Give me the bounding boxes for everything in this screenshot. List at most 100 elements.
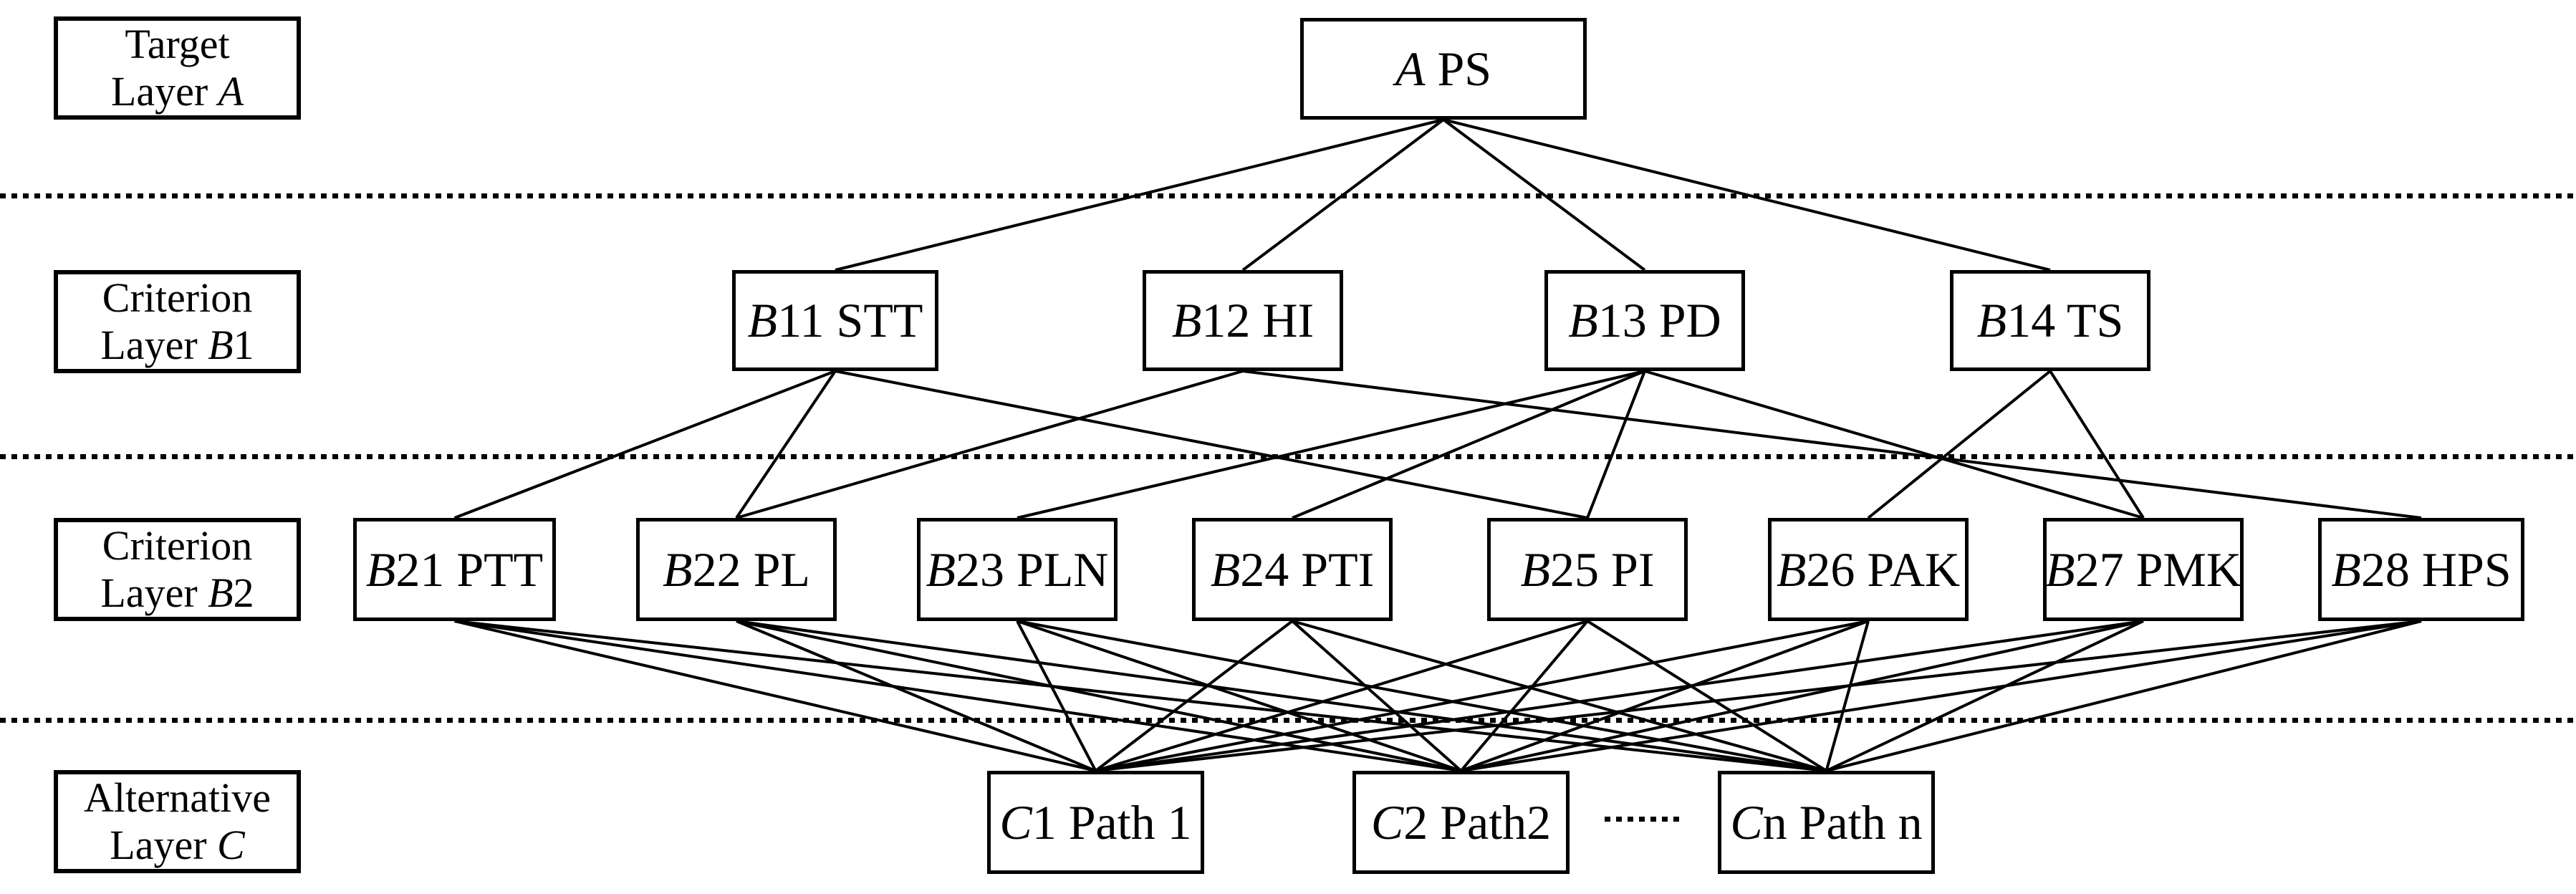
- edge-b13-b25: [1586, 370, 1646, 519]
- edge-b24-c2: [1291, 620, 1462, 772]
- layer-label-b1-line2-pre: Layer: [100, 322, 208, 368]
- node-b13-text: 13 PD: [1597, 293, 1721, 347]
- node-b27-pmk: B27 PMK: [2043, 518, 2244, 621]
- edge-b26-c1: [1095, 620, 1869, 772]
- edge-b22-c1: [736, 620, 1097, 772]
- node-b24-text: 24 PTI: [1240, 542, 1375, 597]
- edge-b23-c2: [1017, 620, 1462, 772]
- node-b11-label: B11 STT: [748, 292, 923, 349]
- edge-b22-c2: [736, 620, 1461, 772]
- node-b25-pi: B25 PI: [1487, 518, 1688, 621]
- node-b28-text: 28 HPS: [2360, 542, 2512, 597]
- node-b26-label: B26 PAK: [1777, 542, 1960, 598]
- node-a-ps-text: PS: [1425, 41, 1492, 96]
- node-b28-letter: B: [2331, 542, 2361, 597]
- node-b23-text: 23 PLN: [956, 542, 1109, 597]
- edge-b25-c2: [1459, 620, 1589, 772]
- node-b25-text: 25 PI: [1550, 542, 1655, 597]
- node-b11-stt: B11 STT: [732, 270, 938, 371]
- layer-label-c-line2-italic: C: [217, 822, 245, 868]
- edge-b21-c2: [454, 620, 1461, 772]
- node-c1-text: 1 Path 1: [1032, 794, 1192, 850]
- node-cn-pathn: Cn Path n: [1718, 771, 1935, 874]
- node-b26-pak: B26 PAK: [1768, 518, 1969, 621]
- node-cn-label: Cn Path n: [1730, 794, 1922, 851]
- node-b24-label: B24 PTI: [1211, 542, 1375, 598]
- node-c2-label: C2 Path2: [1371, 794, 1551, 851]
- node-b13-letter: B: [1568, 293, 1598, 347]
- layer-label-criterion-b1: Criterion Layer B1: [54, 270, 301, 373]
- edge-b27-c2: [1461, 620, 2144, 772]
- node-b25-label: B25 PI: [1520, 542, 1654, 598]
- layer-separator-b2-c: [0, 718, 2576, 723]
- node-b12-text: 12 HI: [1201, 293, 1315, 347]
- layer-label-b1-line1: Criterion: [102, 274, 253, 321]
- node-b22-pl: B22 PL: [636, 518, 837, 621]
- node-b28-hps: B28 HPS: [2318, 518, 2524, 621]
- node-b25-letter: B: [1520, 542, 1551, 597]
- node-c1-letter: C: [999, 794, 1032, 850]
- edge-b12-b22: [736, 370, 1244, 519]
- edge-b14-b26: [1867, 370, 2052, 519]
- node-b26-text: 26 PAK: [1806, 542, 1961, 597]
- layer-label-b2-line2: Layer B2: [100, 569, 254, 617]
- node-cn-letter: C: [1730, 794, 1763, 850]
- node-b11-letter: B: [747, 293, 778, 347]
- layer-label-target-line2: Layer A: [111, 68, 244, 115]
- layer-label-criterion-b2: Criterion Layer B2: [54, 518, 301, 621]
- node-a-ps-letter: A: [1395, 41, 1426, 96]
- node-b26-letter: B: [1776, 542, 1807, 597]
- node-b27-letter: B: [2045, 542, 2075, 597]
- layer-label-b2-line2-italic: B: [208, 569, 234, 616]
- edge-a_ps-b12: [1241, 118, 1445, 271]
- node-b12-label: B12 HI: [1172, 292, 1314, 349]
- edge-b13-b24: [1292, 370, 1645, 519]
- edge-b23-c1: [1016, 620, 1097, 772]
- edge-b25-c1: [1095, 620, 1588, 772]
- node-b23-letter: B: [926, 542, 956, 597]
- node-b22-letter: B: [663, 542, 693, 597]
- edge-b25-cn: [1586, 620, 1827, 772]
- edge-b11-b22: [735, 370, 837, 519]
- edge-b21-c1: [454, 620, 1096, 772]
- layer-label-alternative-c: Alternative Layer C: [54, 770, 301, 873]
- layer-label-c-line2-pre: Layer: [110, 822, 218, 868]
- node-b11-text: 11 STT: [777, 293, 923, 347]
- node-b12-hi: B12 HI: [1143, 270, 1343, 371]
- layer-label-c-line1: Alternative: [84, 774, 271, 821]
- node-b14-label: B14 TS: [1977, 292, 2124, 349]
- edge-b27-c1: [1095, 620, 2144, 772]
- node-b13-pd: B13 PD: [1544, 270, 1745, 371]
- layer-label-target: Target Layer A: [54, 16, 301, 120]
- edge-b11-b21: [453, 370, 836, 519]
- edge-b11-b25: [835, 370, 1588, 519]
- node-b23-label: B23 PLN: [926, 542, 1108, 598]
- layer-label-target-line2-pre: Layer: [110, 68, 218, 115]
- layer-separator-b1-b2: [0, 454, 2576, 459]
- node-b13-label: B13 PD: [1568, 292, 1721, 349]
- node-cn-text: n Path n: [1762, 794, 1923, 850]
- layer-separator-target-b1: [0, 193, 2576, 198]
- edge-b28-cn: [1826, 620, 2422, 772]
- node-b21-ptt: B21 PTT: [353, 518, 556, 621]
- edge-b13-b27: [1644, 370, 2144, 519]
- node-b22-text: 22 PL: [692, 542, 810, 597]
- edge-b13-b23: [1017, 370, 1645, 519]
- edge-b26-c2: [1460, 620, 1869, 772]
- node-b14-text: 14 TS: [2007, 293, 2124, 347]
- edge-b26-cn: [1825, 620, 1870, 772]
- node-b28-label: B28 HPS: [2331, 542, 2511, 598]
- node-c2-text: 2 Path2: [1403, 794, 1552, 850]
- node-c2-letter: C: [1370, 794, 1404, 850]
- edge-a_ps-b14: [1443, 118, 2051, 271]
- layer-label-b2-line2-pre: Layer: [100, 569, 208, 616]
- layer-label-target-line2-italic: A: [218, 68, 244, 115]
- node-c1-label: C1 Path 1: [999, 794, 1191, 851]
- edge-b21-cn: [454, 620, 1827, 772]
- edge-b28-c2: [1461, 620, 2422, 772]
- node-a-ps-label: A PS: [1395, 41, 1491, 97]
- edge-b22-cn: [736, 620, 1827, 772]
- layer-label-target-line1: Target: [125, 21, 230, 67]
